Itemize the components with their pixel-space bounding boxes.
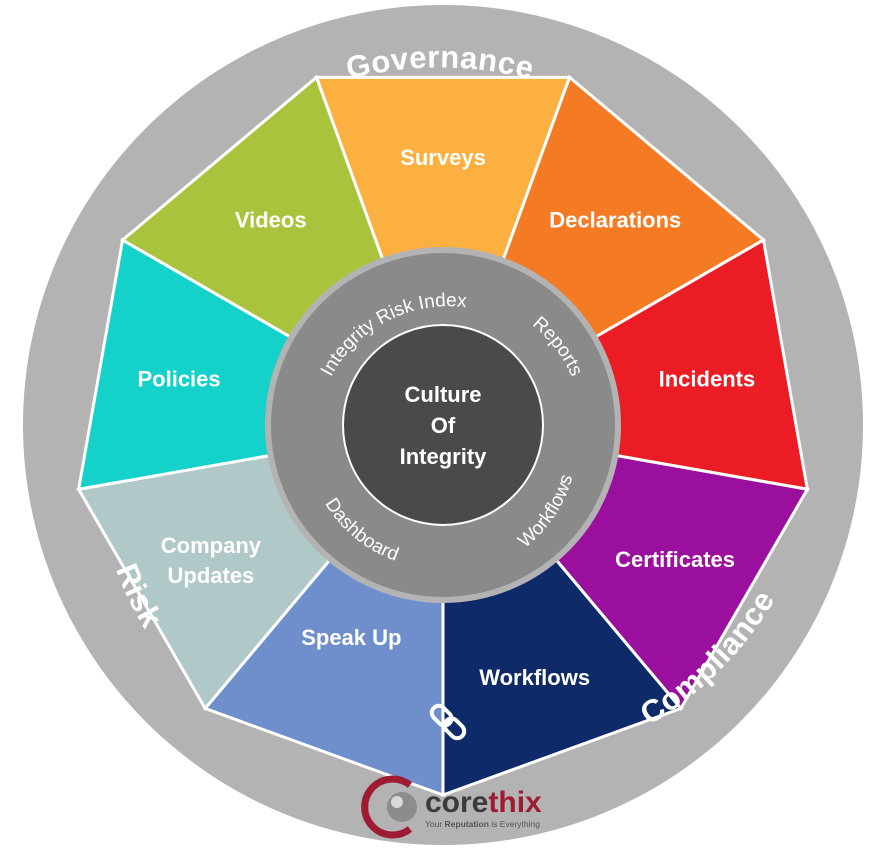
logo-sphere-mark <box>387 792 417 822</box>
segment-label-videos: Videos <box>235 208 307 233</box>
segment-label-policies: Policies <box>137 366 220 391</box>
segment-label-certificates: Certificates <box>615 547 735 572</box>
segment-label-incidents: Incidents <box>659 366 756 391</box>
logo-arc-mark <box>361 775 413 839</box>
center-line-1: Culture <box>405 382 482 407</box>
logo-wordmark: corethix <box>425 786 542 819</box>
logo-tagline: Your Reputation is Everything <box>425 819 540 829</box>
center-line-2: Of <box>431 413 456 438</box>
segment-label-surveys: Surveys <box>400 145 486 170</box>
center-line-3: Integrity <box>400 444 488 469</box>
segment-label-speak-up: Speak Up <box>301 625 401 650</box>
segment-group: SurveysDeclarationsIncidentsCertificates… <box>76 74 810 798</box>
corethix-logo: corethix Your Reputation is Everything <box>361 775 542 839</box>
chain-link-icon <box>429 703 467 741</box>
segment-label-declarations: Declarations <box>549 208 681 233</box>
center-circle <box>342 324 544 526</box>
segment-label-workflows: Workflows <box>479 665 590 690</box>
